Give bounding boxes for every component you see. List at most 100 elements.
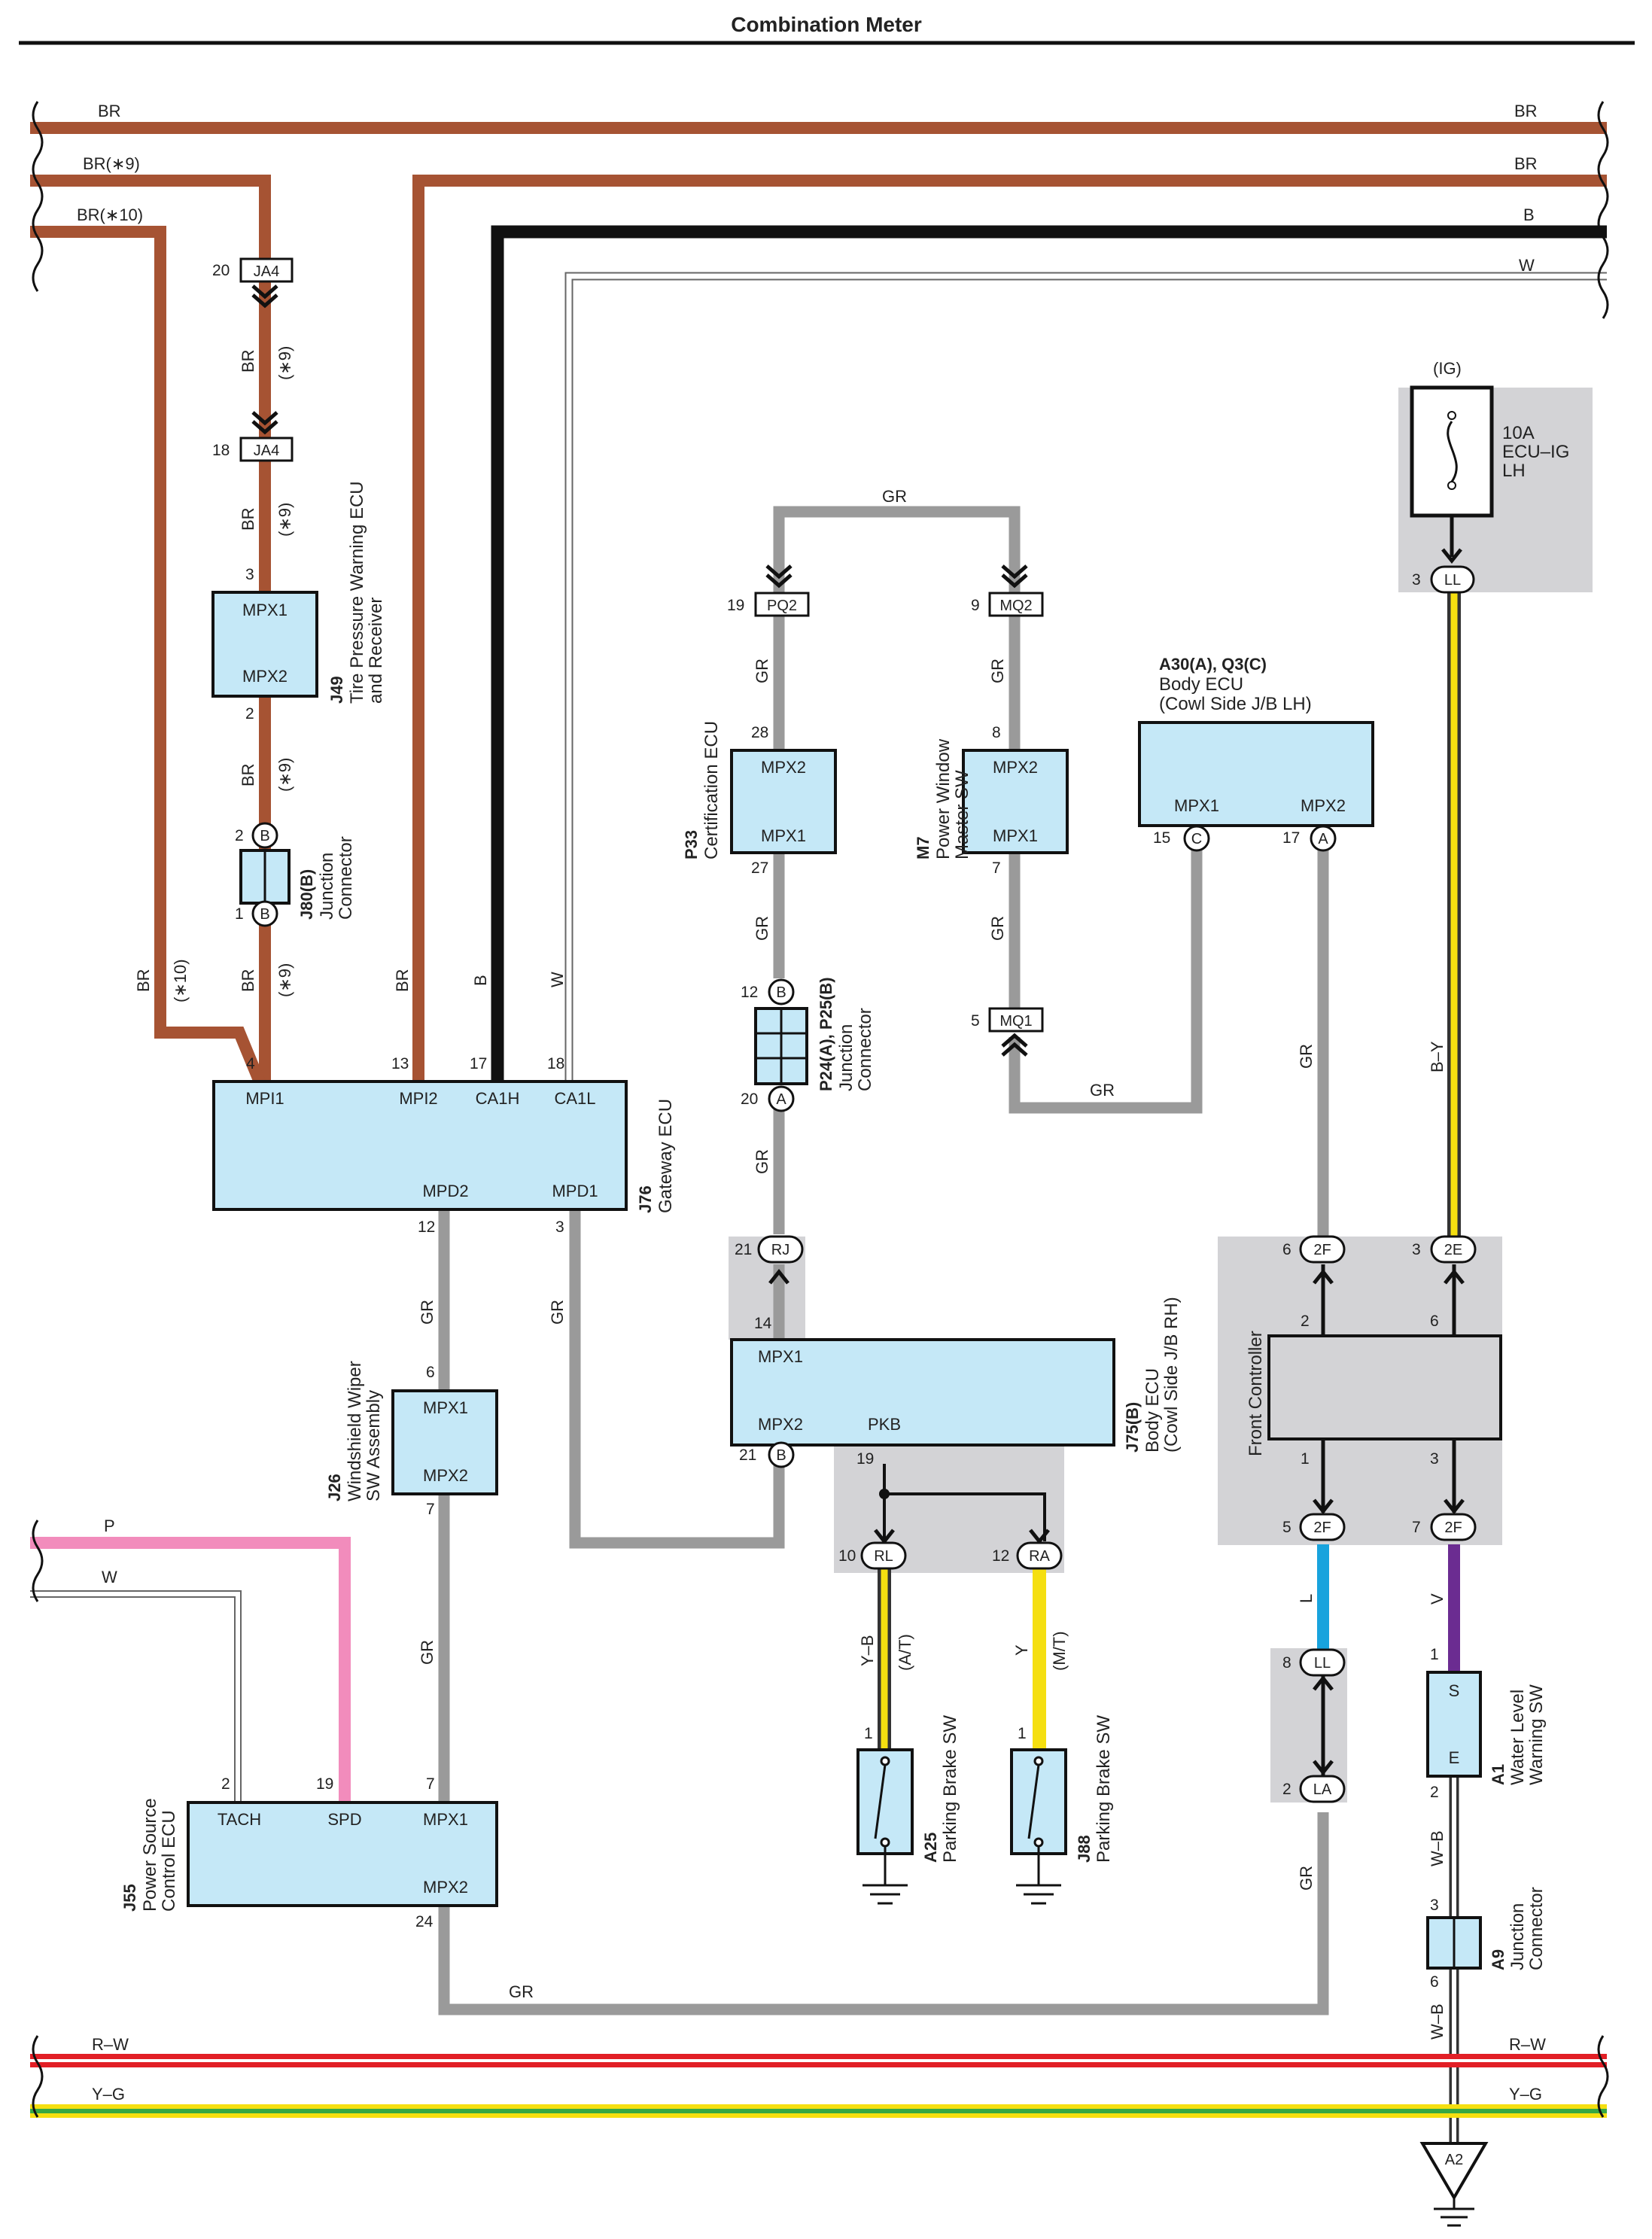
pins-j76-mpd1: 3 (555, 1218, 564, 1236)
components-a25-id: A25 (921, 1833, 940, 1863)
wire-labels-gr-p33-bottom: GR (753, 916, 771, 941)
pins-j49-top: 3 (245, 566, 254, 583)
connector-tags-c: C (1191, 831, 1202, 847)
pins-j76-mpd2: 12 (418, 1218, 435, 1236)
j76-ca1l: CA1L (554, 1089, 595, 1108)
components-j80-name2: Connector (336, 836, 356, 920)
pq2-chevron (765, 564, 793, 589)
components-fuse-line3: LH (1502, 461, 1526, 481)
pins-fc-2e-top: 3 (1412, 1241, 1421, 1258)
components-j55-id: J55 (120, 1884, 139, 1912)
pins-ja4-top: 20 (212, 262, 230, 279)
wire-labels-gr-mpd2: GR (418, 1300, 437, 1325)
components-j88-name: Parking Brake SW (1094, 1715, 1114, 1863)
components-p33-id: P33 (682, 830, 701, 859)
wire-labels-ca1h-b: B (471, 975, 490, 986)
components-a30-t2: MPX2 (1301, 796, 1346, 815)
wire-labels-yb-rl: Y–B (858, 1635, 877, 1666)
pins-j76-mpi2: 13 (391, 1055, 409, 1072)
connector-tags-la: LA (1313, 1781, 1332, 1798)
components-j26-name2: SW Assembly (364, 1390, 384, 1501)
components-j75-name1: Body ECU (1142, 1368, 1163, 1453)
wire-labels-br-second-right: BR (1514, 154, 1538, 173)
j75-body-ecu (730, 1338, 1115, 1447)
wire-labels-gr-bottom: GR (509, 1982, 534, 2001)
wire-labels-j80-br: BR (239, 969, 257, 992)
fc-2f-br-tag (1430, 1513, 1477, 1541)
wire-labels-j80-br-note: (∗9) (275, 963, 294, 997)
wire-labels-l-ll: L (1297, 1594, 1316, 1603)
wire-labels-gr-p24: GR (753, 1149, 771, 1174)
connector-tags-e2: 2E (1444, 1242, 1462, 1258)
components-a30-id: A30(A), Q3(C) (1159, 655, 1267, 674)
components-a30-name1: Body ECU (1159, 674, 1243, 695)
pins-pq2: 19 (727, 597, 744, 614)
wire-labels-gr-p33-top: GR (753, 659, 771, 683)
pins-m7-top: 8 (992, 724, 1001, 741)
pins-mq1: 5 (971, 1012, 980, 1030)
wire-labels-w-right: W (1519, 256, 1535, 275)
pins-fc-2f-br: 7 (1412, 1519, 1421, 1536)
wire-labels-gr-la: GR (1297, 1866, 1316, 1891)
wire-labels-wb-a1: W–B (1428, 1830, 1447, 1866)
break-marks-left (32, 101, 44, 2118)
connector-tags-mq2: MQ2 (999, 598, 1032, 614)
wire-labels-br9-left: BR(∗9) (83, 154, 140, 173)
components-j26-name1: Windshield Wiper (345, 1361, 365, 1501)
pins-fc-in-left: 2 (1301, 1313, 1310, 1330)
wire-labels-br10-vert: BR (134, 969, 153, 992)
wire-labels-rw-left: R–W (92, 2035, 129, 2054)
j26-box (391, 1389, 498, 1495)
p24-a-tag (768, 1085, 795, 1112)
ja4-bottom-tag (239, 437, 294, 462)
components-m7-name1: Power Window (933, 738, 954, 859)
components-j55-t2: MPX2 (423, 1878, 468, 1897)
components-j49-name1: Tire Pressure Warning ECU (347, 481, 367, 704)
w-tach-wire (30, 1590, 242, 1802)
j76-ca1h: CA1H (476, 1089, 520, 1108)
gr-loop-wire (773, 506, 1021, 595)
wire-labels-yg-left: Y–G (92, 2085, 125, 2104)
la-tag (1299, 1775, 1346, 1803)
wire-labels-ja4-br-2-note: (∗9) (275, 503, 294, 537)
pins-fuse-ll: 3 (1412, 571, 1421, 589)
ja4-top-label: JA4 (254, 263, 279, 280)
components-p33-t1: MPX2 (761, 758, 806, 777)
j49-box (211, 591, 318, 698)
components-fc-name: Front Controller (1246, 1331, 1266, 1456)
components-j75-id: J75(B) (1123, 1402, 1142, 1453)
pins-m7-bottom: 7 (992, 859, 1001, 877)
mq1-chevron (1001, 1033, 1028, 1057)
pins-a30-c: 15 (1153, 829, 1170, 847)
wire-labels-wb-a9: W–B (1428, 2003, 1447, 2040)
connector-tags-f2: 2F (1313, 1520, 1331, 1536)
pq2-tag (754, 592, 810, 617)
components-a1-id: A1 (1489, 1764, 1507, 1785)
components-fuse-line1: 10A (1502, 423, 1535, 443)
pins-a25: 1 (864, 1725, 873, 1742)
connector-tags-mq1: MQ1 (999, 1013, 1032, 1030)
pins-rl: 10 (838, 1547, 856, 1565)
wire-labels-j49-br-note: (∗9) (275, 758, 294, 792)
pins-fc-2f-top: 6 (1282, 1241, 1291, 1258)
wire-labels-v-a1: V (1428, 1593, 1447, 1605)
wire-labels-ja4-br-2: BR (239, 507, 257, 531)
pins-j88: 1 (1018, 1725, 1027, 1742)
pins-j76-mpi1: 4 (246, 1055, 255, 1072)
components-fuse-line2: ECU–IG (1502, 442, 1569, 462)
j76-mpi2: MPI2 (399, 1089, 437, 1108)
mq1-tag (988, 1007, 1044, 1033)
pins-a1-top: 1 (1430, 1646, 1439, 1663)
components-j49-name2: and Receiver (366, 598, 386, 704)
ja4-top-chevron (251, 284, 278, 309)
wire-labels-br10-left: BR(∗10) (77, 205, 143, 224)
components-j75-t3: PKB (868, 1415, 901, 1434)
ground-icon (1434, 2198, 1474, 2227)
front-controller-box (1267, 1334, 1502, 1440)
components-j26-id: J26 (325, 1474, 344, 1501)
wire-labels-gr-mq1: GR (1090, 1081, 1115, 1100)
pins-j75-top: 14 (754, 1315, 772, 1332)
pins-j55-spd: 19 (316, 1775, 333, 1793)
j75-b-tag (768, 1441, 795, 1468)
